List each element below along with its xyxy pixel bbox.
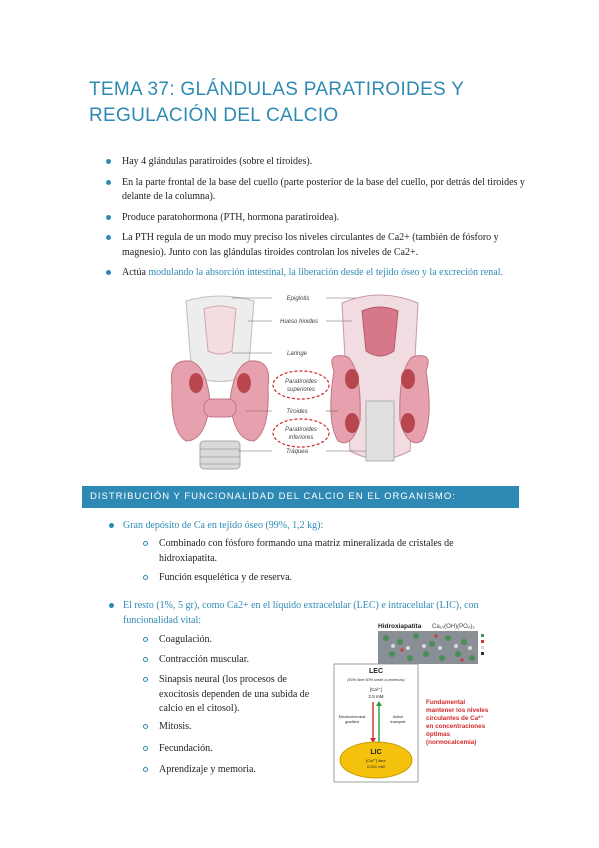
label-paratiroides-inferiores-2: inferiores	[289, 435, 314, 441]
back-view-illustration	[330, 294, 430, 462]
bullet-circle	[143, 637, 148, 642]
list-item: La PTH regula de un modo muy preciso los…	[106, 231, 527, 260]
ca-int-value: 0.001 mM	[367, 764, 385, 769]
electrochemical-label: Electrochemical	[339, 715, 366, 719]
bullet-prefix: Actúa	[122, 267, 149, 278]
list-item: Hay 4 glándulas paratiroides (sobre el t…	[106, 155, 527, 170]
intro-bullet-list: Hay 4 glándulas paratiroides (sobre el t…	[106, 155, 527, 287]
list-item: Aprendizaje y memoria.	[143, 763, 323, 778]
label-paratiroides-inferiores: Paratiroides	[285, 427, 317, 433]
bullet-circle	[143, 746, 148, 751]
ca-ext-label: [Ca²⁺]	[370, 687, 382, 692]
label-tiroides: Tiroides	[286, 409, 307, 415]
hydroxyapatite-figure: Hidroxiapatita Ca₁₀(OH)(PO₄)₃	[378, 623, 484, 664]
front-view-illustration	[170, 295, 270, 470]
calcium-bone-item: Gran depósito de Ca en tejido óseo (99%,…	[123, 520, 324, 531]
section-heading: DISTRIBUCIÓN Y FUNCIONALIDAD DEL CALCIO …	[82, 486, 519, 508]
list-item: Combinado con fósforo formando una matri…	[143, 537, 483, 566]
callout-line-5: óptimas	[426, 731, 451, 738]
callout-line-4: en concentraciones	[426, 723, 486, 730]
calcium-gradient-figure: LEC (50% libre 50% unido a proteínas) [C…	[333, 663, 489, 783]
label-paratiroides-superiores: Paratiroides	[285, 379, 317, 385]
gradient-label: gradient	[345, 720, 360, 724]
bullet-dot	[109, 603, 114, 608]
list-item: Fecundación.	[143, 742, 323, 757]
page-title: TEMA 37: GLÁNDULAS PARATIROIDES Y REGULA…	[89, 79, 464, 126]
list-item: Coagulación.	[143, 633, 323, 648]
highlighted-text: modulando la absorción intestinal, la li…	[148, 267, 503, 278]
inferior-label-oval	[272, 418, 330, 448]
callout-line-6: (normocalcemia)	[426, 739, 476, 746]
lec-label: LEC	[369, 668, 383, 675]
hydroxyapatite-formula: Ca₁₀(OH)(PO₄)₃	[432, 624, 475, 630]
list-item: Actúa modulando la absorción intestinal,…	[106, 266, 527, 281]
list-item: Contracción muscular.	[143, 653, 323, 668]
transport-label: transport	[391, 720, 407, 724]
label-epiglotis: Epiglotis	[287, 296, 310, 302]
bullet-circle	[143, 677, 148, 682]
parathyroid-anatomy-figure: Epiglotis Hueso hioides Laringe Paratiro…	[170, 294, 430, 470]
label-laringe: Laringe	[287, 351, 308, 357]
bullet-circle	[143, 657, 148, 662]
bullet-circle	[143, 541, 148, 546]
bullet-circle	[143, 575, 148, 580]
superior-label-oval	[272, 370, 330, 400]
label-traquea: Tráquea	[286, 449, 309, 455]
list-item: Mitosis.	[143, 720, 323, 735]
bullet-dot	[109, 523, 114, 528]
list-item: Gran depósito de Ca en tejido óseo (99%,…	[109, 519, 519, 534]
list-item: El resto (1%, 5 gr), como Ca2+ en el líq…	[109, 599, 504, 628]
lec-note: (50% libre 50% unido a proteínas)	[347, 678, 405, 682]
bullet-circle	[143, 767, 148, 772]
callout-line-2: mantener los niveles	[426, 707, 489, 714]
lic-cell	[339, 741, 413, 779]
callout-line-1: Fundamental	[426, 699, 465, 706]
calcium-fluid-item: El resto (1%, 5 gr), como Ca2+ en el líq…	[123, 600, 479, 626]
label-hueso-hioides: Hueso hioides	[280, 319, 318, 325]
hydroxyapatite-label: Hidroxiapatita	[378, 623, 422, 630]
bullet-circle	[143, 724, 148, 729]
active-label: Active	[393, 715, 403, 719]
callout-line-3: circulantes de Ca²⁺	[426, 715, 484, 722]
list-item: Función esquelética y de reserva.	[143, 571, 483, 586]
list-item: Produce paratohormona (PTH, hormona para…	[106, 211, 527, 226]
ca-ext-value: 2.5 mM	[368, 694, 383, 699]
lic-label: LIC	[370, 749, 381, 756]
ca-int-label: [Ca²⁺] libre	[366, 758, 386, 763]
list-item: Sinapsis neural (los procesos de exocito…	[143, 673, 321, 717]
label-paratiroides-superiores-2: superiores	[287, 387, 315, 393]
list-item: En la parte frontal de la base del cuell…	[106, 176, 527, 205]
